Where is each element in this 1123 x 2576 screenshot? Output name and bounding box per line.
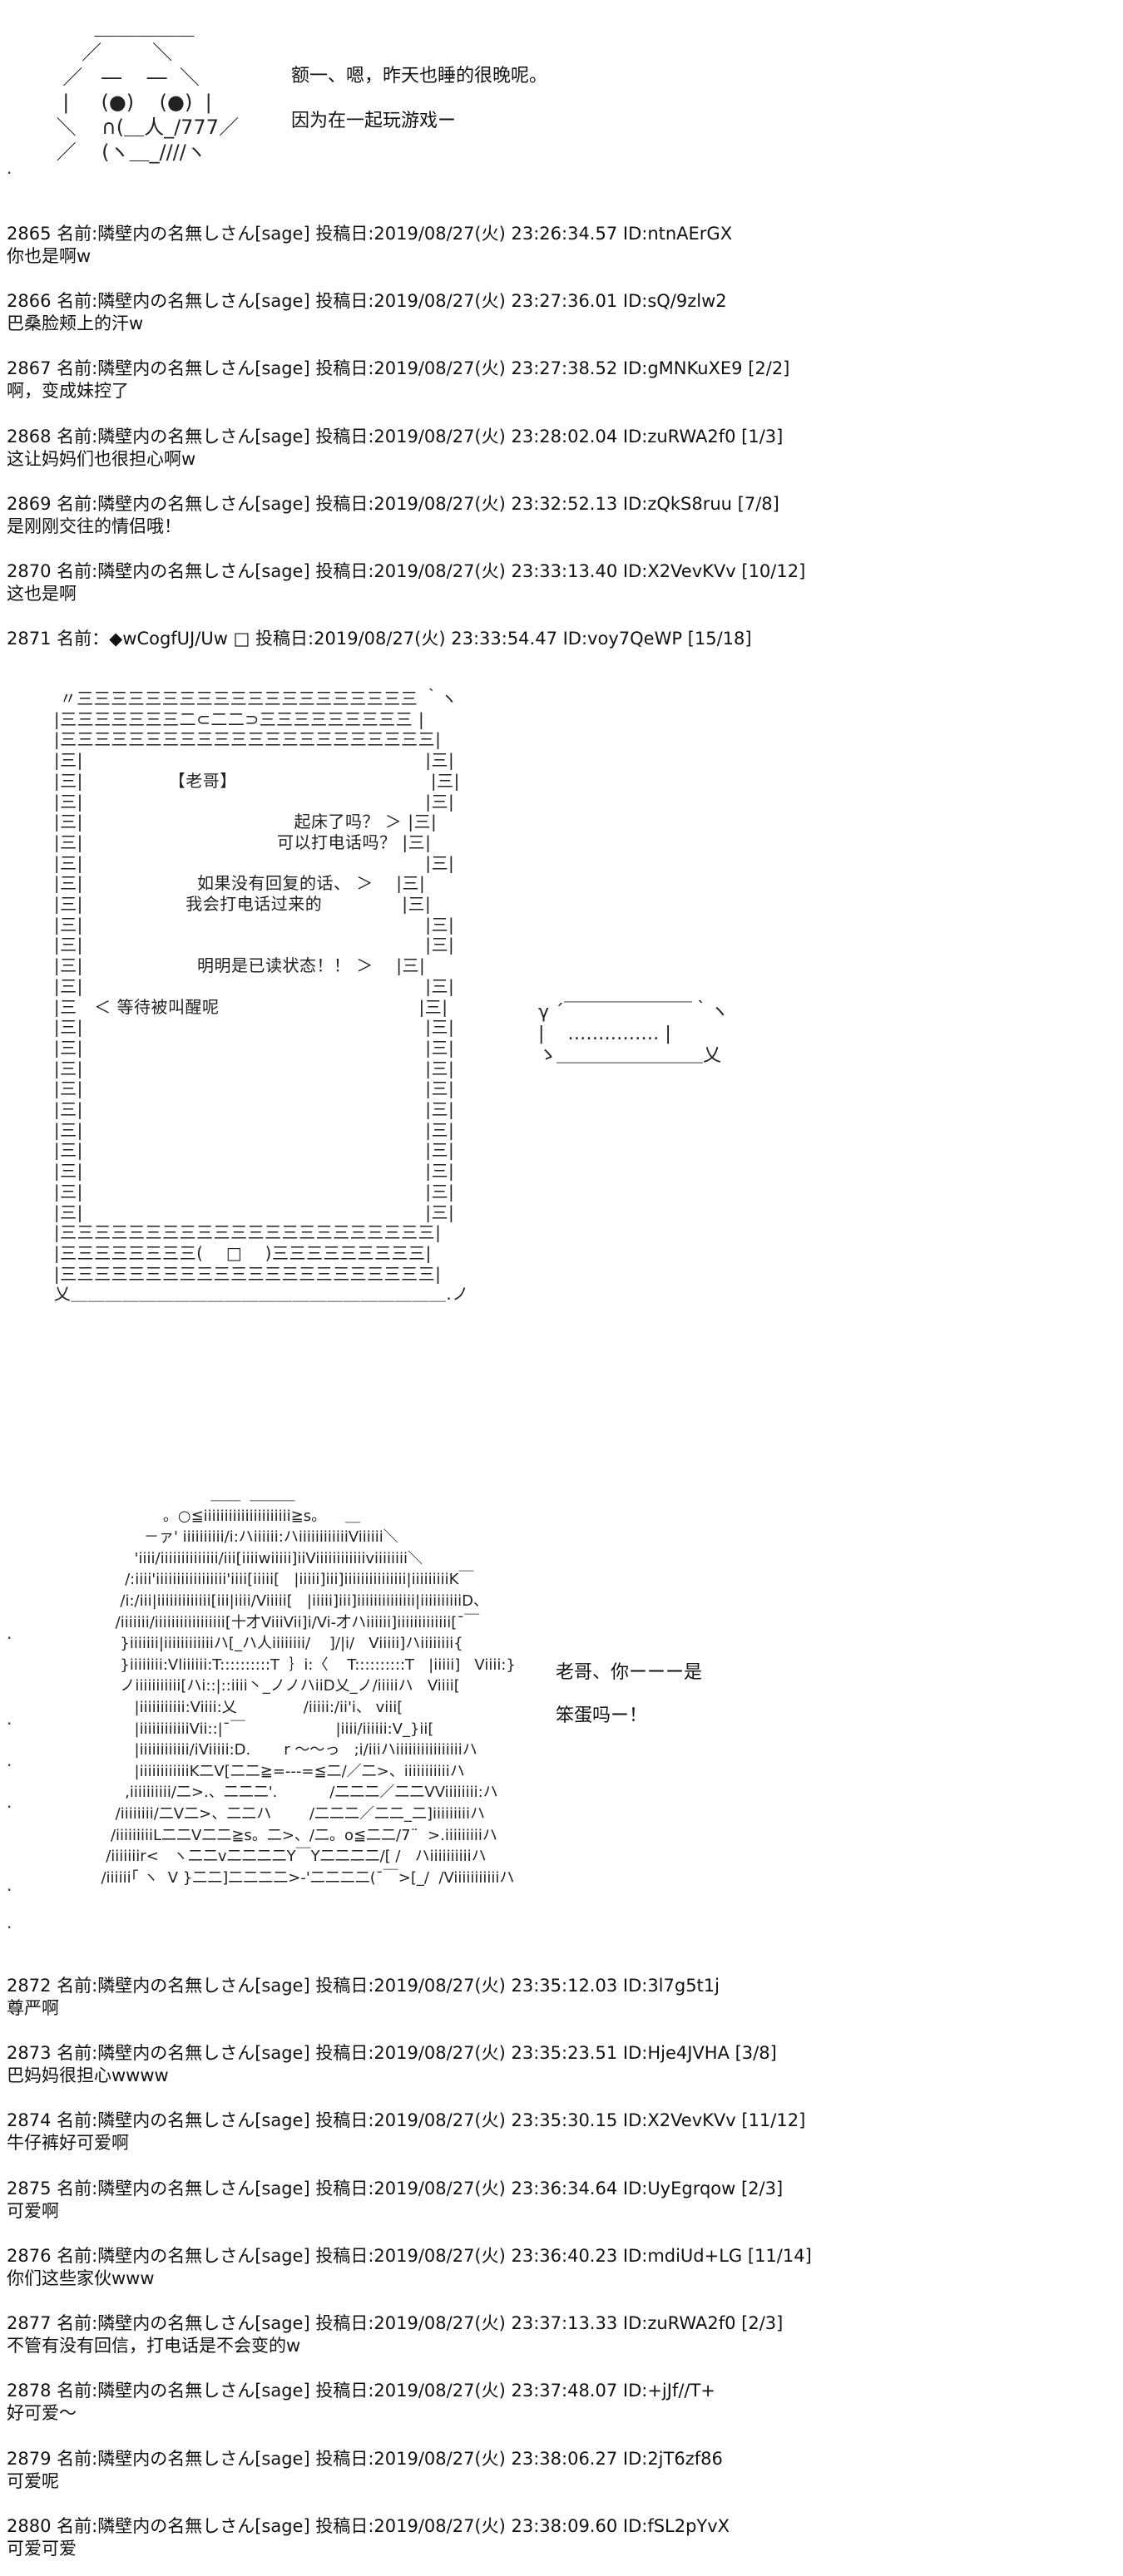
post-2865: 2865 名前:隣壁内の名無しさん[sage] 投稿日:2019/08/27(火… <box>7 223 1105 268</box>
post-2871: 2871 名前：◆wCogfUJ/Uw □ 投稿日:2019/08/27(火) … <box>7 628 1105 650</box>
post-header: 2873 名前:隣壁内の名無しさん[sage] 投稿日:2019/08/27(火… <box>7 2043 777 2063</box>
post-2879: 2879 名前:隣壁内の名無しさん[sage] 投稿日:2019/08/27(火… <box>7 2448 1105 2493</box>
post-header: 2879 名前:隣壁内の名無しさん[sage] 投稿日:2019/08/27(火… <box>7 2449 723 2469</box>
character-ascii-art: ＿＿ ＿＿＿ 。○≦iiiiiiiiiiiiiiiiiiiii≧s。 ＿ －ァ'… <box>101 1486 516 1887</box>
margin-dot: . <box>7 1709 12 1729</box>
margin-dot: . <box>7 1623 12 1643</box>
post-2868: 2868 名前:隣壁内の名無しさん[sage] 投稿日:2019/08/27(火… <box>7 426 1105 471</box>
post-header: 2865 名前:隣壁内の名無しさん[sage] 投稿日:2019/08/27(火… <box>7 224 733 244</box>
post-2876: 2876 名前:隣壁内の名無しさん[sage] 投稿日:2019/08/27(火… <box>7 2245 1105 2290</box>
post-body: 可爱可爱 <box>7 2539 77 2559</box>
post-2867: 2867 名前:隣壁内の名無しさん[sage] 投稿日:2019/08/27(火… <box>7 358 1105 402</box>
post-body: 不管有没有回信，打电话是不会变的w <box>7 2336 301 2356</box>
post-body: 这也是啊 <box>7 584 77 604</box>
dialogue-line-4: 笨蛋吗ー！ <box>556 1705 648 1726</box>
post-header: 2868 名前:隣壁内の名無しさん[sage] 投稿日:2019/08/27(火… <box>7 427 784 447</box>
post-header: 2878 名前:隣壁内の名無しさん[sage] 投稿日:2019/08/27(火… <box>7 2381 715 2401</box>
post-2873: 2873 名前:隣壁内の名無しさん[sage] 投稿日:2019/08/27(火… <box>7 2042 1105 2087</box>
post-header: 2870 名前:隣壁内の名無しさん[sage] 投稿日:2019/08/27(火… <box>7 561 806 581</box>
post-header: 2877 名前:隣壁内の名無しさん[sage] 投稿日:2019/08/27(火… <box>7 2313 784 2333</box>
post-header: 2867 名前:隣壁内の名無しさん[sage] 投稿日:2019/08/27(火… <box>7 358 790 378</box>
post-header: 2880 名前:隣壁内の名無しさん[sage] 投稿日:2019/08/27(火… <box>7 2516 730 2536</box>
phone-ascii-art: 〃三三三三三三三三三三三三三三三三三三三三 ｀ヽ |三三三三三三三二⊂二二⊃三三… <box>53 688 469 1305</box>
margin-dot: . <box>7 1875 12 1895</box>
separator-dot: . <box>7 158 12 178</box>
speech-bubble-ascii-art: γ ´￣￣￣￣￣￣￣｀ヽ | …………… | ゝ＿＿＿＿＿＿＿＿乂 <box>537 1002 730 1066</box>
post-header: 2871 名前：◆wCogfUJ/Uw □ 投稿日:2019/08/27(火) … <box>7 629 752 649</box>
post-header: 2872 名前:隣壁内の名無しさん[sage] 投稿日:2019/08/27(火… <box>7 1976 720 1996</box>
post-2878: 2878 名前:隣壁内の名無しさん[sage] 投稿日:2019/08/27(火… <box>7 2380 1105 2425</box>
post-body: 是刚刚交往的情侣哦！ <box>7 516 181 536</box>
post-body: 牛仔裤好可爱啊 <box>7 2133 129 2153</box>
post-body: 巴桑脸颊上的汗w <box>7 313 144 333</box>
post-body: 尊严啊 <box>7 1998 59 2018</box>
post-2874: 2874 名前:隣壁内の名無しさん[sage] 投稿日:2019/08/27(火… <box>7 2110 1105 2154</box>
post-header: 2874 名前:隣壁内の名無しさん[sage] 投稿日:2019/08/27(火… <box>7 2110 806 2130</box>
post-2875: 2875 名前:隣壁内の名無しさん[sage] 投稿日:2019/08/27(火… <box>7 2178 1105 2223</box>
post-body: 啊，变成妹控了 <box>7 381 129 401</box>
post-header: 2876 名前:隣壁内の名無しさん[sage] 投稿日:2019/08/27(火… <box>7 2246 812 2266</box>
post-body: 你们这些家伙www <box>7 2268 155 2288</box>
dialogue-line-3: 老哥、你ーーー是 <box>556 1662 703 1683</box>
margin-dot: . <box>7 1912 12 1932</box>
margin-dot: . <box>7 1750 12 1770</box>
post-header: 2866 名前:隣壁内の名無しさん[sage] 投稿日:2019/08/27(火… <box>7 291 727 311</box>
post-2869: 2869 名前:隣壁内の名無しさん[sage] 投稿日:2019/08/27(火… <box>7 493 1105 538</box>
post-2880: 2880 名前:隣壁内の名無しさん[sage] 投稿日:2019/08/27(火… <box>7 2515 1105 2560</box>
post-header: 2869 名前:隣壁内の名無しさん[sage] 投稿日:2019/08/27(火… <box>7 494 779 514</box>
post-body: 可爱啊 <box>7 2201 59 2221</box>
face-ascii-art: ＿＿＿＿＿ ／ ＼ ／ ― ― ＼ | (●) (●) | ＼ ∩(＿人_/77… <box>56 16 239 164</box>
post-2877: 2877 名前:隣壁内の名無しさん[sage] 投稿日:2019/08/27(火… <box>7 2312 1105 2357</box>
post-body: 这让妈妈们也很担心啊w <box>7 449 196 469</box>
dialogue-line-1: 额一、嗯，昨天也睡的很晚呢。 <box>291 66 548 86</box>
post-body: 好可爱～ <box>7 2403 77 2423</box>
post-body: 巴妈妈很担心wwww <box>7 2065 169 2085</box>
dialogue-line-2: 因为在一起玩游戏ー <box>291 111 457 131</box>
post-header: 2875 名前:隣壁内の名無しさん[sage] 投稿日:2019/08/27(火… <box>7 2179 784 2198</box>
post-body: 你也是啊w <box>7 246 92 266</box>
post-2872: 2872 名前:隣壁内の名無しさん[sage] 投稿日:2019/08/27(火… <box>7 1975 1105 2020</box>
post-2870: 2870 名前:隣壁内の名無しさん[sage] 投稿日:2019/08/27(火… <box>7 560 1105 605</box>
post-body: 可爱呢 <box>7 2471 59 2491</box>
post-2866: 2866 名前:隣壁内の名無しさん[sage] 投稿日:2019/08/27(火… <box>7 290 1105 335</box>
margin-dot: . <box>7 1792 12 1812</box>
